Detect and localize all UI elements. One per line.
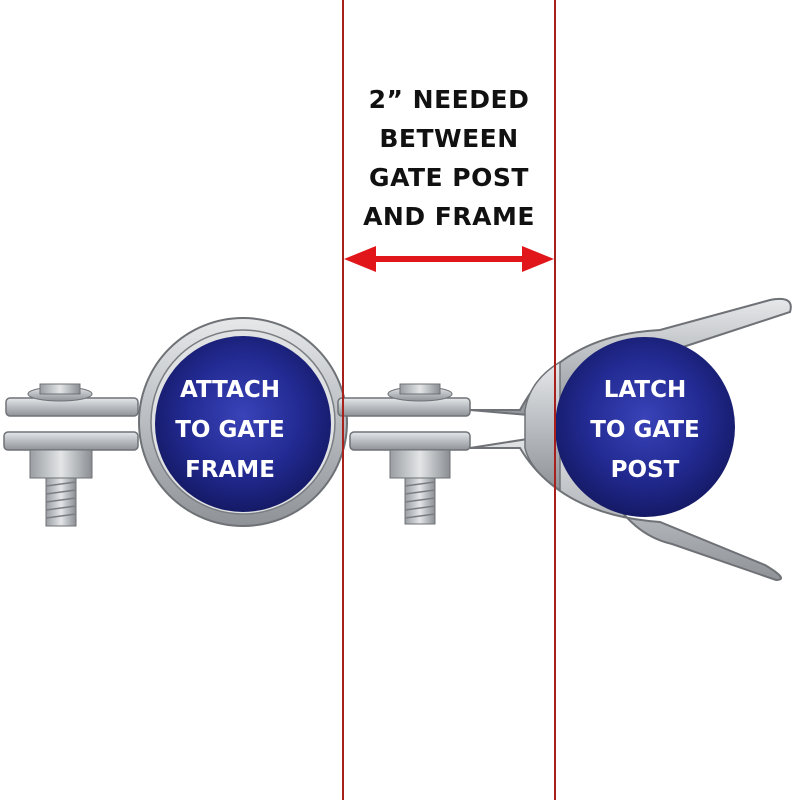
instruction-line: BETWEEN [379, 124, 519, 153]
frame-clamp [3, 317, 471, 527]
spacing-instruction: 2” NEEDED BETWEEN GATE POST AND FRAME [345, 80, 553, 236]
instruction-line: 2” NEEDED [368, 85, 530, 114]
label-line: TO GATE [175, 417, 285, 443]
right-guide-line [554, 0, 556, 800]
double-arrow-icon [344, 246, 554, 272]
label-line: FRAME [185, 457, 275, 483]
left-bolt-icon [27, 383, 93, 527]
instruction-line: GATE POST [369, 163, 529, 192]
center-bolt-icon [387, 383, 453, 525]
fork-latch [469, 297, 792, 582]
label-line: TO GATE [590, 417, 700, 443]
left-guide-line [342, 0, 344, 800]
label-line: ATTACH [179, 377, 281, 403]
gate-frame-pipe [155, 336, 331, 512]
latch-post-label: LATCH TO GATE POST [570, 370, 720, 490]
instruction-line: AND FRAME [363, 202, 535, 231]
gate-post-pipe [555, 337, 735, 517]
label-line: POST [610, 457, 680, 483]
attach-frame-label: ATTACH TO GATE FRAME [162, 370, 298, 490]
label-line: LATCH [603, 377, 687, 403]
